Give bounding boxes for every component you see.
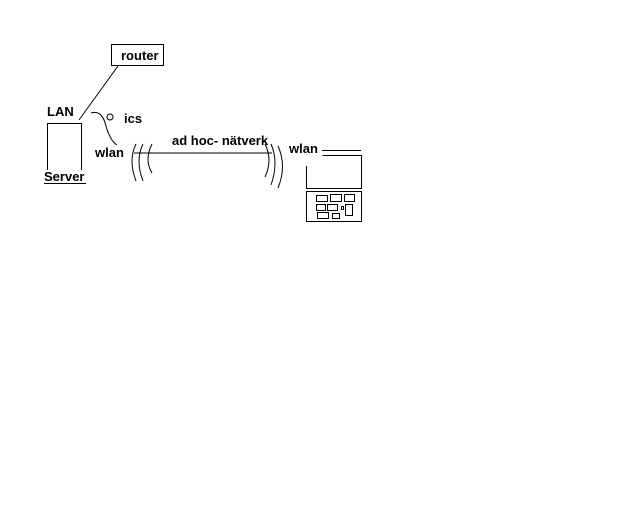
wireless-arc-icon — [138, 143, 144, 182]
ics-loop-icon — [106, 113, 114, 121]
key — [316, 195, 328, 202]
wireless-arc-icon — [264, 143, 270, 178]
wireless-arc-icon — [131, 143, 137, 182]
ics-connector-icon — [90, 111, 118, 146]
ics-label: ics — [124, 111, 142, 126]
server-icon — [47, 123, 82, 170]
key — [330, 194, 342, 202]
key — [327, 204, 338, 211]
key — [317, 212, 329, 219]
left-wireless-waves — [131, 143, 153, 182]
router-label: router — [121, 48, 159, 63]
key — [341, 206, 344, 210]
lan-label: LAN — [47, 104, 74, 119]
server-node: LAN Server — [44, 104, 86, 184]
wireless-arc-icon — [277, 145, 283, 189]
adhoc-label: ad hoc- nätverk — [172, 133, 269, 148]
wlan-left-label: wlan — [94, 145, 124, 160]
server-label: Server — [44, 169, 84, 184]
key — [345, 204, 353, 216]
key — [344, 194, 355, 202]
laptop-keyboard — [316, 194, 355, 219]
wlan-right-label: wlan — [288, 141, 318, 156]
wireless-arc-icon — [270, 143, 276, 186]
laptop-icon — [306, 150, 362, 222]
router-lan-link — [78, 65, 119, 121]
key — [332, 213, 340, 219]
right-wireless-waves — [264, 143, 283, 189]
ics-connector: ics — [90, 111, 142, 146]
laptop-node — [306, 150, 362, 222]
router-icon — [111, 44, 164, 66]
router-node: router — [111, 44, 164, 66]
key — [316, 204, 326, 211]
laptop-screen — [306, 155, 362, 189]
wireless-arc-icon — [147, 143, 153, 174]
